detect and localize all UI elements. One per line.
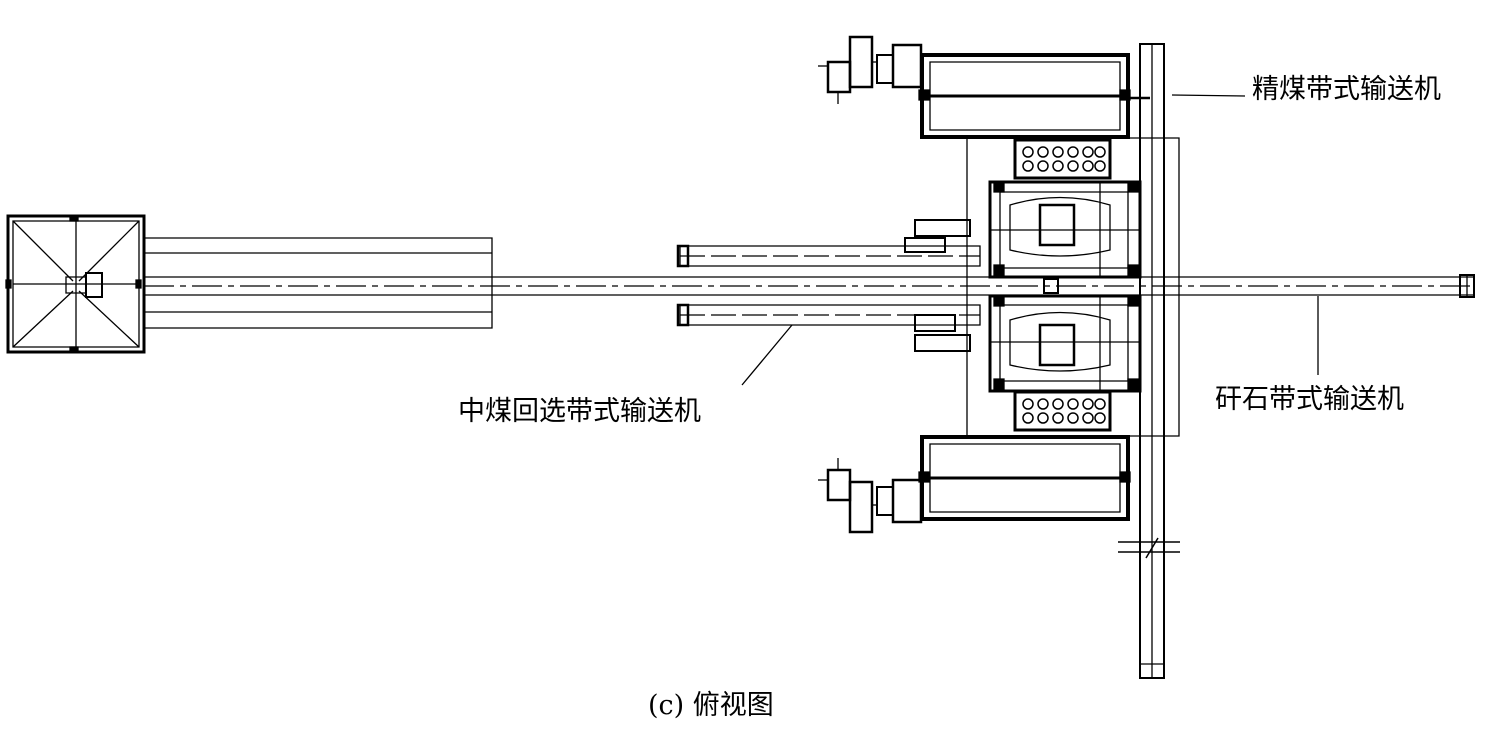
jig-housing	[967, 138, 1179, 436]
gangue-conveyor-label: 矸石带式输送机	[1215, 384, 1404, 415]
lower-drive	[818, 458, 921, 532]
fine-coal-vertical-conveyor	[1118, 44, 1180, 678]
upper-drive	[818, 37, 921, 104]
middling-conveyor-arms	[678, 220, 980, 351]
middling-conveyor-label: 中煤回选带式输送机	[458, 396, 701, 427]
lower-tank	[919, 437, 1130, 519]
feed-hopper	[6, 216, 144, 352]
leader-lines	[742, 95, 1318, 385]
main-conveyor	[144, 238, 1475, 328]
figure-caption: (c) 俯视图	[648, 690, 774, 721]
fine-coal-conveyor-label: 精煤带式输送机	[1252, 74, 1441, 105]
upper-tank	[919, 55, 1130, 137]
